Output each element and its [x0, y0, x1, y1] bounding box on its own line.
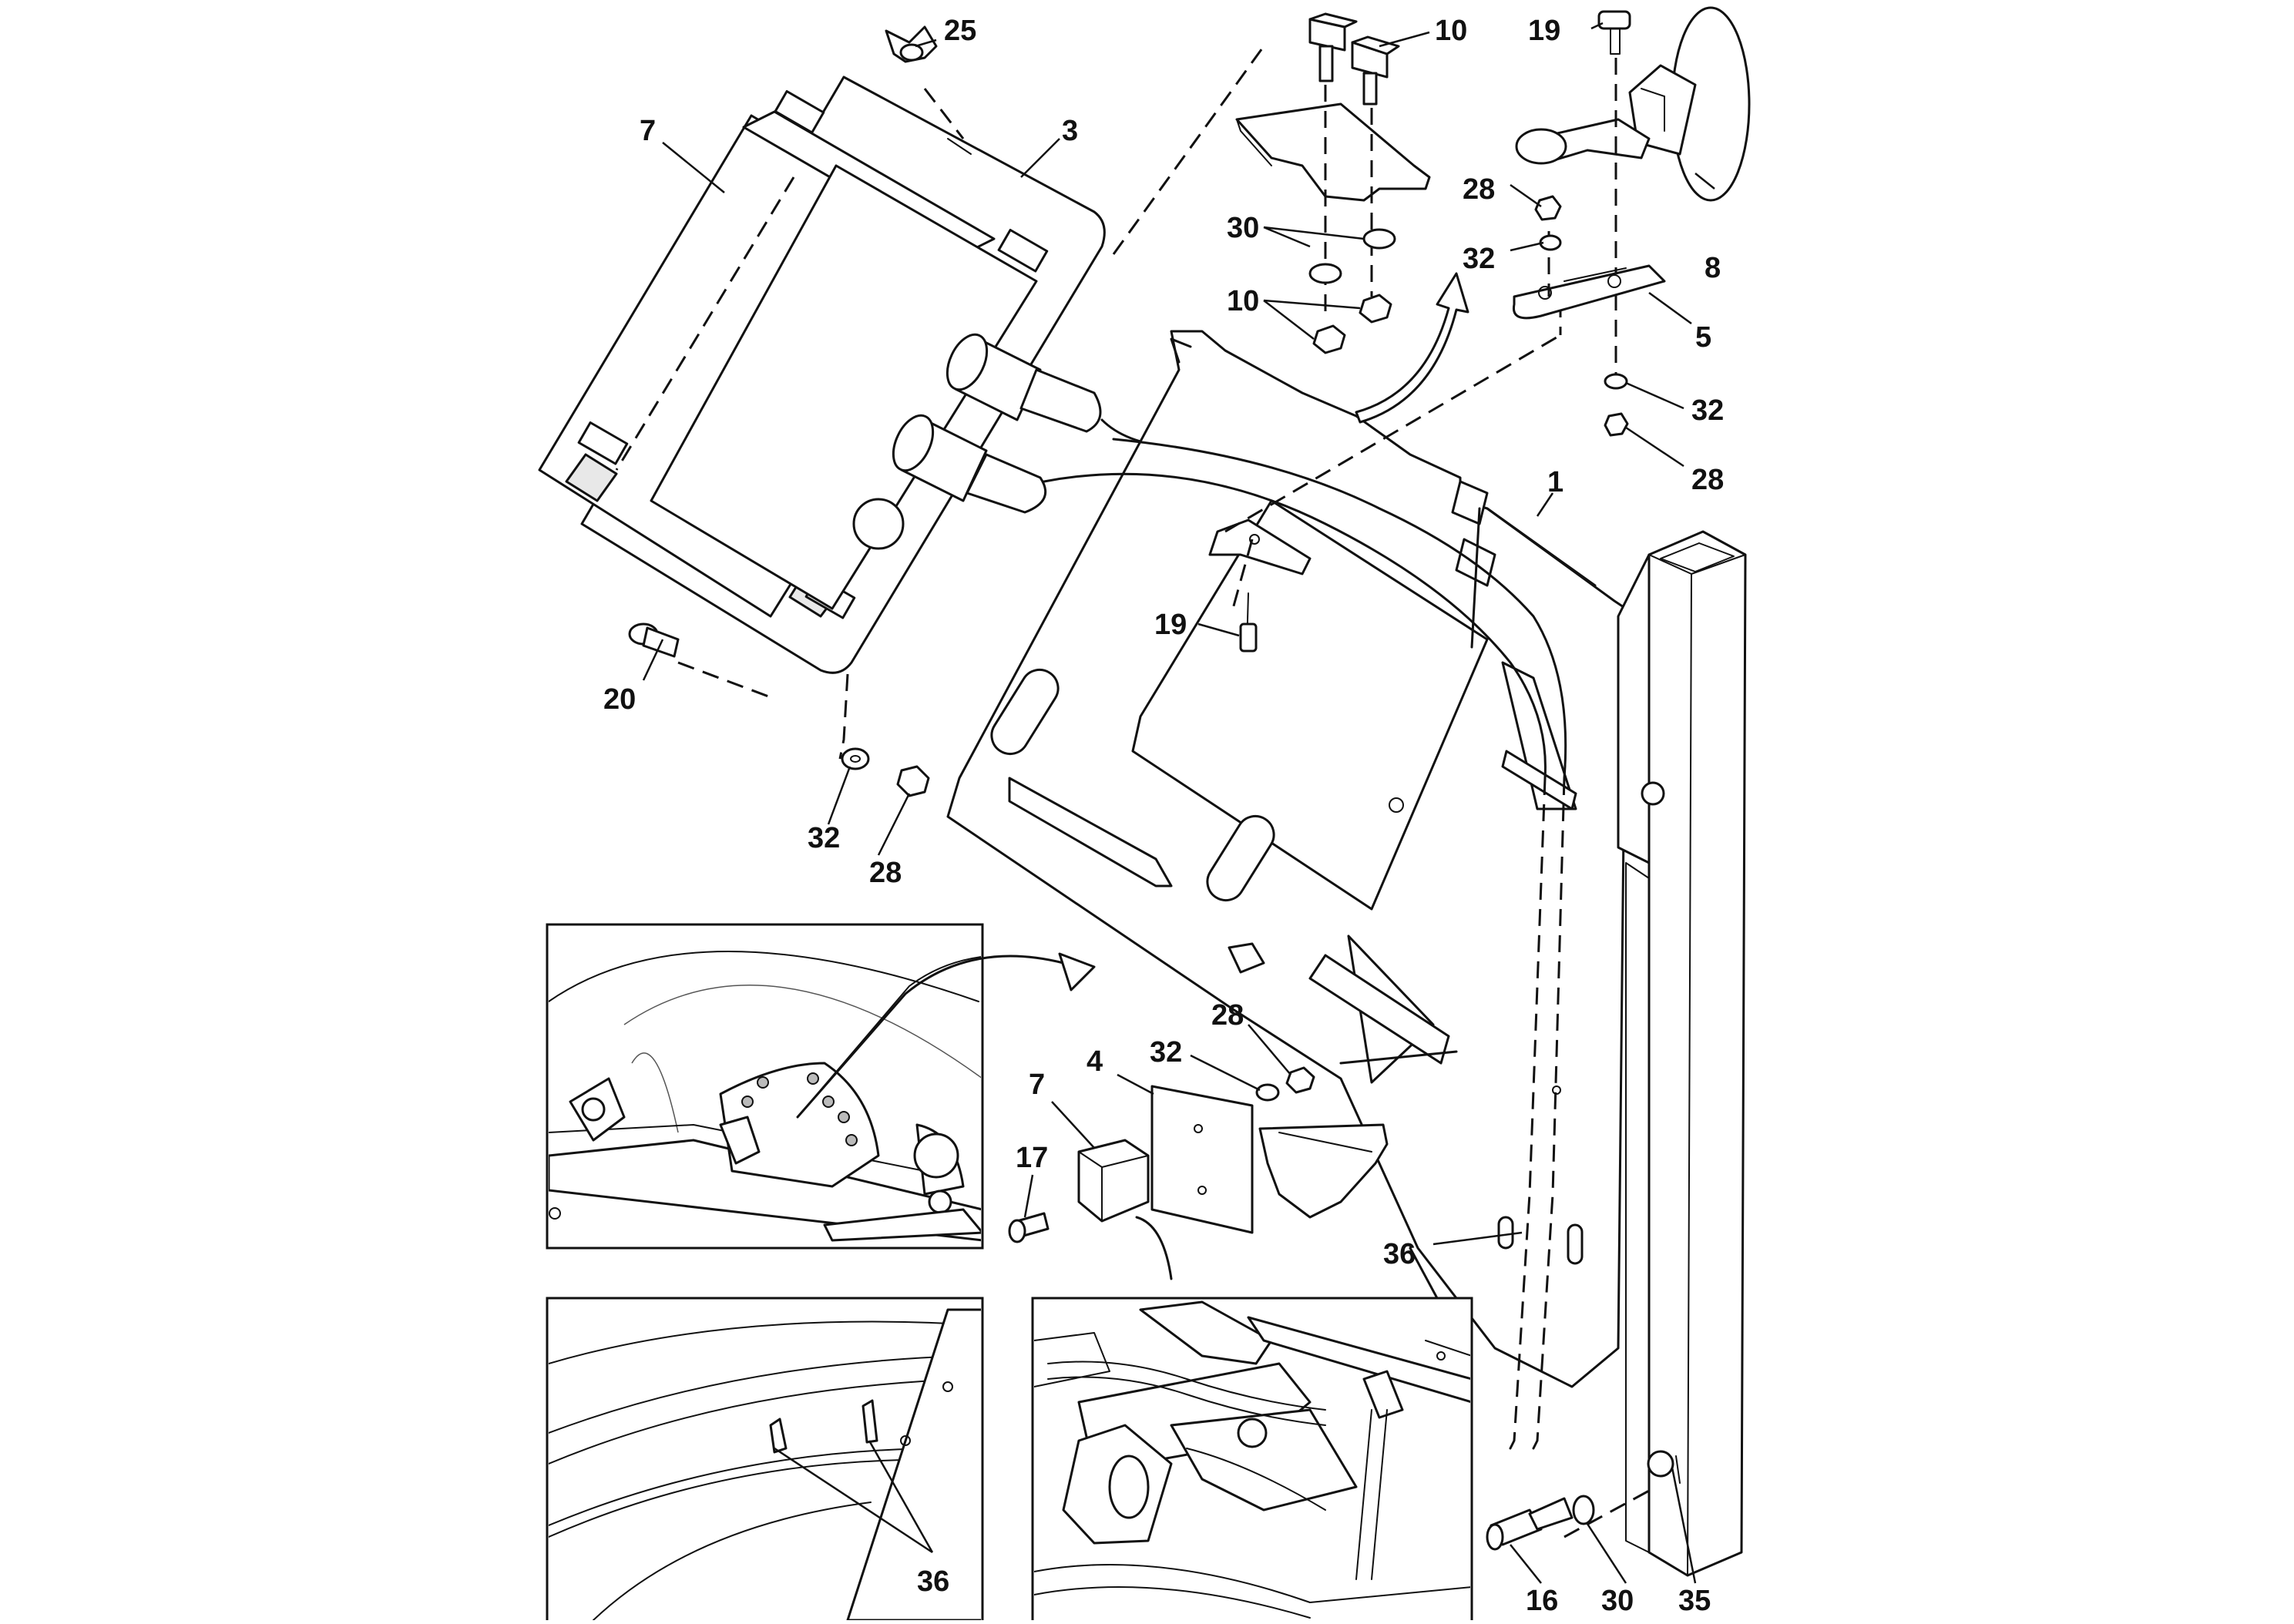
tab-plate-19 — [1208, 518, 1312, 653]
inset-frame-3 — [1031, 1297, 1473, 1623]
label-19a: 19 — [1528, 15, 1560, 47]
label-1: 1 — [1547, 466, 1563, 498]
label-4: 4 — [1087, 1045, 1103, 1078]
label-28c: 28 — [869, 857, 902, 889]
label-5: 5 — [1695, 321, 1711, 354]
nut-10a — [1359, 294, 1392, 324]
label-10b: 10 — [1227, 285, 1259, 317]
label-28d: 28 — [1211, 999, 1244, 1032]
control-unit-7 — [538, 90, 1049, 619]
washer-30a — [1362, 228, 1396, 250]
connector-upper — [945, 333, 1173, 448]
bracket-5 — [1512, 264, 1666, 320]
dash-10 — [1112, 45, 1265, 255]
washer-30b — [1572, 1495, 1595, 1525]
screw-10a — [1308, 12, 1358, 316]
label-32a: 32 — [1463, 243, 1495, 275]
label-3: 3 — [1062, 115, 1078, 147]
screw-20 — [628, 622, 680, 658]
connector-lower — [892, 414, 1047, 514]
washer-30c — [1308, 263, 1342, 284]
label-30b: 30 — [1601, 1585, 1634, 1617]
upright-post — [1617, 530, 1747, 1577]
screw-17 — [1008, 1212, 1050, 1243]
dash-25 — [923, 88, 965, 139]
sensor-bracket-10 — [1235, 102, 1431, 202]
wing-nut-25 — [885, 25, 938, 63]
washer-32c — [841, 747, 870, 770]
dash-32a — [838, 673, 849, 760]
label-19b: 19 — [1154, 609, 1187, 641]
nut-28d — [1285, 1066, 1315, 1094]
screw-10b — [1351, 35, 1400, 297]
sensor-8 — [1515, 6, 1751, 202]
label-32b: 32 — [1691, 394, 1724, 427]
screw-19a — [1597, 10, 1631, 381]
label-7b: 7 — [1029, 1069, 1045, 1101]
washer-32b — [1604, 373, 1628, 390]
callout-labels: 25 7 3 10 19 8 28 32 5 32 28 1 30 10 19 … — [603, 15, 1724, 1617]
dash-16 — [1563, 1489, 1650, 1538]
label-36a: 36 — [1383, 1238, 1416, 1270]
sensor-cable — [1043, 438, 1567, 1450]
label-32c: 32 — [808, 822, 840, 854]
label-8: 8 — [1705, 252, 1721, 284]
label-35: 35 — [1678, 1585, 1711, 1617]
nut-28c — [896, 765, 930, 797]
rotate-arrow-top — [1355, 272, 1469, 424]
washer-32d — [1255, 1083, 1280, 1102]
washer-32c-hole — [850, 755, 861, 763]
control-unit-7b — [1077, 1139, 1173, 1280]
leaders — [642, 22, 1715, 1584]
label-28b: 28 — [1691, 464, 1724, 496]
label-25: 25 — [944, 15, 976, 47]
label-32d: 32 — [1150, 1036, 1182, 1069]
inset-frame-2 — [546, 1297, 984, 1623]
label-16: 16 — [1526, 1585, 1558, 1617]
nut-10b — [1312, 324, 1346, 354]
label-28a: 28 — [1463, 173, 1495, 206]
bolt-16 — [1486, 1497, 1574, 1551]
dash-5-plate — [1224, 334, 1561, 533]
label-7a: 7 — [640, 115, 656, 147]
inset-frame-1 — [546, 923, 1096, 1250]
label-10a: 10 — [1435, 15, 1467, 47]
label-20: 20 — [603, 683, 636, 716]
label-30a: 30 — [1227, 212, 1259, 244]
nut-28b — [1604, 412, 1629, 437]
label-36b: 36 — [917, 1565, 949, 1598]
mounting-plate-1 — [946, 330, 1627, 1388]
nut-28a — [1534, 195, 1562, 221]
dash-20 — [677, 661, 771, 699]
label-17: 17 — [1016, 1142, 1048, 1174]
bracket-4 — [1150, 1085, 1389, 1234]
